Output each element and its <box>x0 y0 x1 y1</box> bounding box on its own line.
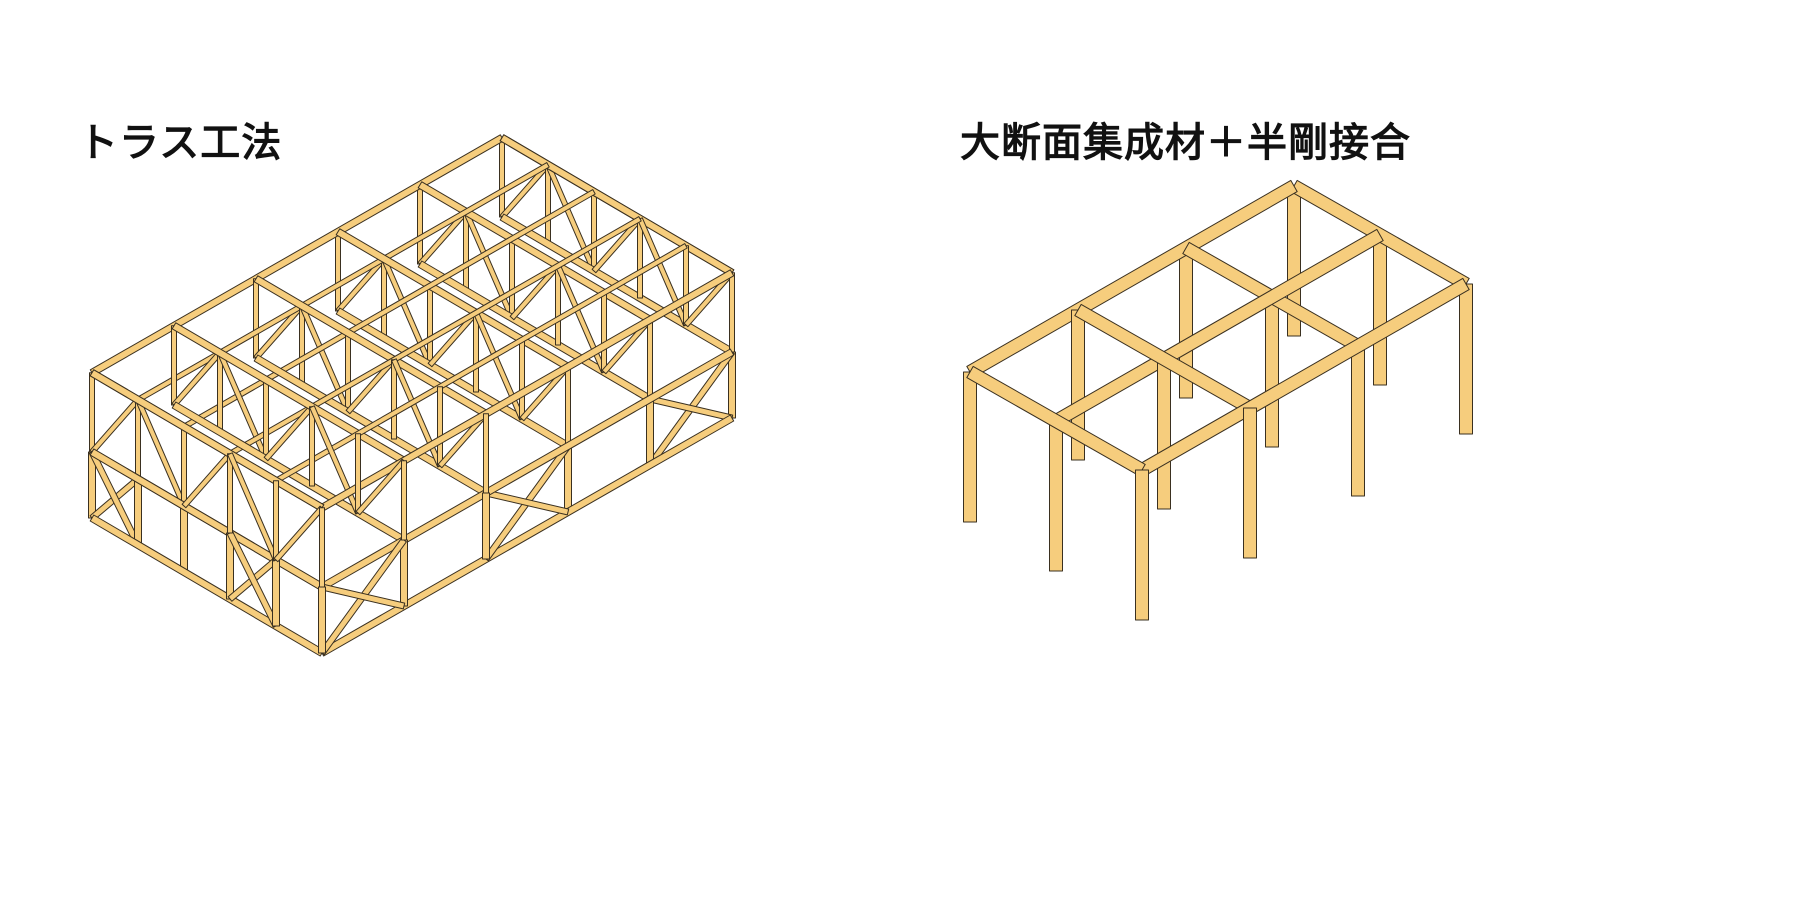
truss-web <box>555 265 561 346</box>
truss-web-diagonal <box>89 397 141 455</box>
truss-web <box>601 292 607 373</box>
truss-post <box>134 478 142 546</box>
truss-post <box>646 398 654 466</box>
truss-method-title: トラス工法 <box>78 120 283 166</box>
truss-purlin <box>182 189 596 430</box>
glulam-beam <box>966 365 1146 477</box>
truss-web <box>135 399 141 480</box>
truss-web <box>683 245 689 326</box>
truss-post <box>482 492 490 560</box>
truss-web <box>345 332 351 413</box>
truss-post <box>88 451 96 519</box>
truss-web <box>591 191 597 272</box>
truss-web <box>299 305 305 386</box>
truss-web <box>499 137 505 218</box>
truss-web <box>181 426 187 507</box>
glulam-frame-diagram <box>963 179 1473 621</box>
truss-web <box>483 413 489 494</box>
truss-frame-diagram <box>88 134 736 657</box>
truss-post <box>226 532 234 600</box>
truss-sill <box>89 514 325 657</box>
truss-post <box>272 559 280 627</box>
glulam-column <box>1243 407 1257 559</box>
glulam-column <box>1265 296 1279 448</box>
truss-brace <box>484 489 570 516</box>
glulam-column <box>1135 469 1149 621</box>
truss-web-diagonal <box>273 505 325 563</box>
truss-web <box>647 319 653 400</box>
glulam-column <box>1071 309 1085 461</box>
truss-web <box>463 211 469 292</box>
truss-post <box>564 445 572 513</box>
truss-web <box>171 325 177 406</box>
glulam-column <box>1373 234 1387 386</box>
truss-web <box>729 272 735 353</box>
glulam-column <box>963 371 977 523</box>
truss-web <box>427 285 433 366</box>
truss-top-chord <box>89 134 505 377</box>
truss-brace <box>648 395 734 422</box>
truss-web <box>473 312 479 393</box>
truss-web <box>417 184 423 265</box>
truss-web <box>565 366 571 447</box>
truss-web <box>401 460 407 541</box>
truss-post <box>318 586 326 654</box>
truss-web <box>263 379 269 460</box>
glulam-column <box>1351 345 1365 497</box>
truss-web <box>319 507 325 588</box>
truss-web-diagonal <box>181 451 233 509</box>
truss-purlin <box>228 216 642 457</box>
truss-web <box>217 352 223 433</box>
truss-web <box>519 339 525 420</box>
truss-web-diagonal <box>355 458 407 516</box>
truss-web <box>273 480 279 561</box>
truss-web <box>637 218 643 299</box>
glulam-column <box>1157 358 1171 510</box>
truss-brace <box>320 583 406 610</box>
truss-post <box>400 539 408 607</box>
truss-web <box>391 359 397 440</box>
truss-web <box>227 453 233 534</box>
truss-web <box>437 386 443 467</box>
truss-top-chord <box>499 134 735 277</box>
truss-post <box>728 351 736 419</box>
truss-post <box>180 505 188 573</box>
truss-web <box>335 231 341 312</box>
truss-web <box>381 258 387 339</box>
truss-top-chord <box>89 369 325 512</box>
truss-web <box>309 406 315 487</box>
glulam-semi-rigid-title: 大断面集成材＋半剛接合 <box>960 120 1411 166</box>
truss-web <box>253 278 259 359</box>
truss-web <box>89 372 95 453</box>
glulam-column <box>1459 283 1473 435</box>
truss-web <box>355 433 361 514</box>
truss-web <box>545 164 551 245</box>
glulam-column <box>1049 420 1063 572</box>
truss-web <box>509 238 515 319</box>
truss-purlin <box>136 162 550 403</box>
